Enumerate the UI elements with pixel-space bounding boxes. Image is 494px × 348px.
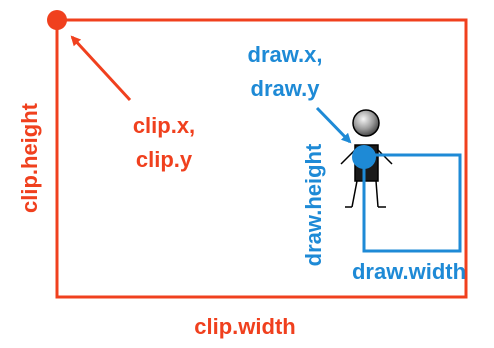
clip-y-label: clip.y bbox=[136, 147, 193, 172]
clip-origin-dot bbox=[47, 10, 67, 30]
draw-width-label: draw.width bbox=[352, 259, 466, 284]
draw-y-label: draw.y bbox=[251, 76, 321, 101]
clip-x-label: clip.x, bbox=[133, 113, 195, 138]
draw-origin-dot bbox=[352, 145, 376, 169]
clip-width-label: clip.width bbox=[194, 314, 295, 339]
clip-rect bbox=[55, 18, 468, 299]
draw-origin-arrow bbox=[315, 106, 352, 144]
clip-origin-arrow bbox=[70, 35, 132, 102]
draw-x-label: draw.x, bbox=[248, 42, 323, 67]
draw-rect bbox=[362, 153, 462, 253]
draw-height-label: draw.height bbox=[301, 143, 326, 266]
clip-height-label: clip.height bbox=[17, 102, 42, 213]
